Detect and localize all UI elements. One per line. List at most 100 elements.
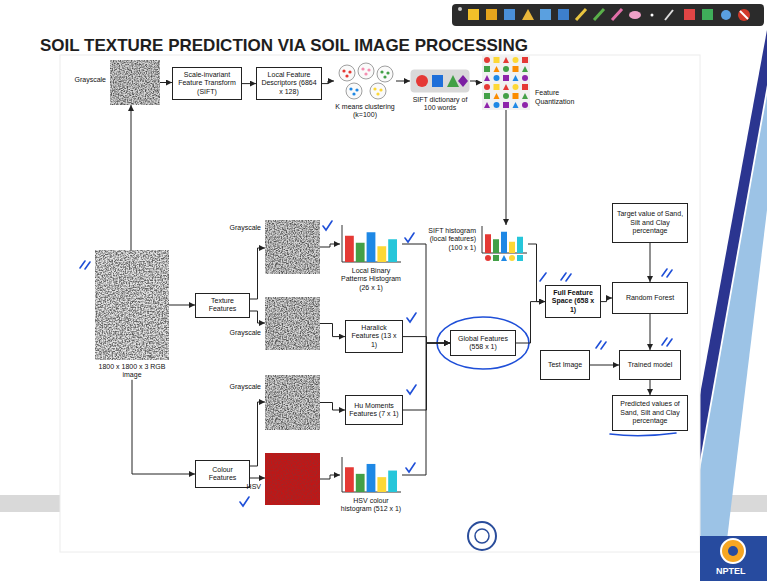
picture-holder	[334, 62, 396, 100]
chart-bar	[388, 471, 397, 492]
grid-symbol	[513, 84, 519, 90]
annotation-slash	[80, 261, 90, 269]
chart-bar	[345, 467, 354, 492]
grid-symbol	[522, 102, 528, 108]
toolbar-icon	[558, 9, 569, 20]
grid-symbol	[503, 102, 509, 108]
gray-picture	[265, 375, 320, 430]
toolbar-icon	[651, 14, 654, 17]
arrow-connector	[320, 244, 340, 247]
image-ground	[265, 220, 320, 274]
toolbar	[452, 4, 764, 26]
node-text: SIFT histogram (local features) (100 x 1…	[420, 227, 476, 252]
word-symbol	[493, 255, 499, 261]
toolbar-icon	[540, 9, 551, 20]
picture-holder	[265, 375, 320, 430]
sifthist-picture	[480, 225, 528, 263]
annotation-slash	[596, 341, 606, 349]
cluster-point	[383, 75, 386, 78]
side-stripe	[700, 95, 767, 581]
side-stripe	[700, 30, 767, 460]
arrow-connector	[403, 337, 450, 343]
arrow-connector	[132, 380, 195, 474]
node-text: Feature Quantization	[535, 89, 587, 106]
grid-symbol	[513, 75, 519, 81]
word-symbol	[517, 255, 523, 261]
chart-bar	[356, 243, 365, 262]
chart-axis	[482, 226, 483, 253]
cluster-ring	[377, 66, 393, 82]
toolbar-icon	[594, 9, 604, 20]
cluster-point	[364, 72, 367, 75]
chart-bar	[367, 232, 376, 262]
grid-symbol	[522, 84, 528, 90]
chart-bar	[493, 239, 499, 253]
grid-symbol	[513, 93, 519, 99]
word-symbol	[509, 255, 515, 261]
process-box: Predicted values of Sand, Silt and Clay …	[612, 395, 688, 431]
node-text: Scale-invariant Feature Transform (SIFT)	[176, 71, 238, 96]
cluster-ring	[358, 63, 374, 79]
hist-picture	[340, 456, 402, 494]
arrow-connector	[506, 110, 507, 225]
chart-bar	[377, 246, 386, 262]
process-box: Local Feature Descriptors (6864 x 128)	[256, 67, 322, 100]
grayscale-image: Grayscale	[265, 297, 320, 350]
chart-bar	[517, 237, 523, 253]
picture-holder	[95, 250, 169, 360]
image-texture	[265, 297, 320, 350]
node-text: Local Binary Patterns Histogram (26 x 1)	[340, 267, 402, 292]
arrow-connector	[242, 83, 256, 84]
cluster-point	[342, 69, 345, 72]
node-text: Full Feature Space (658 x 1)	[549, 289, 597, 314]
node-text: K means clustering (k=100)	[334, 103, 396, 120]
hsv-image: HSV	[265, 453, 320, 505]
picture-holder	[340, 224, 402, 264]
word-symbol	[416, 75, 428, 87]
grid-symbol	[503, 75, 509, 81]
chart-bar	[367, 464, 376, 492]
arrow-connector	[320, 324, 345, 337]
grid-symbol	[484, 93, 490, 99]
histogram-figure: SIFT histogram (local features) (100 x 1…	[480, 225, 528, 263]
cluster-point	[345, 74, 348, 77]
toolbar-icon	[721, 10, 731, 20]
grid-symbol	[484, 102, 490, 108]
chart-bar	[388, 239, 397, 262]
clusters-picture	[334, 62, 396, 100]
chart-bar	[345, 236, 354, 262]
grid-symbol	[522, 75, 528, 81]
arrow-connector	[160, 82, 172, 83]
picture-holder	[265, 453, 320, 505]
institute-emblem	[468, 522, 496, 550]
grayscale-image: Grayscale	[265, 220, 320, 274]
image-texture	[265, 453, 320, 505]
grid-symbol	[513, 66, 519, 72]
cluster-point	[349, 87, 352, 90]
grid-symbol	[484, 75, 490, 81]
grayscale-image: Grayscale	[110, 60, 160, 105]
grid-symbol	[503, 57, 509, 63]
arrow-connector	[169, 305, 195, 306]
cluster-point	[380, 70, 383, 73]
grid-symbol	[494, 93, 500, 99]
grid-symbol	[484, 57, 490, 63]
annotation-tick	[407, 313, 416, 322]
cluster-point	[386, 71, 389, 74]
image-ground	[265, 453, 320, 505]
image-ground	[95, 250, 169, 360]
grid-symbol	[503, 66, 509, 72]
cluster-point	[361, 67, 364, 70]
word-symbol	[501, 255, 507, 261]
logo-panel	[700, 536, 767, 581]
grayscale-image: Grayscale	[265, 375, 320, 430]
nptel-logo	[728, 546, 738, 556]
rgb-image: 1800 x 1800 x 3 RGB image	[95, 250, 169, 380]
image-ground	[110, 60, 160, 105]
node-text: Grayscale	[229, 329, 261, 337]
arrow-connector	[470, 81, 482, 83]
image-texture	[110, 60, 160, 105]
process-box: Hu Moments Features (7 x 1)	[345, 395, 403, 425]
word-symbol	[458, 75, 468, 87]
toolbar-icon	[684, 9, 695, 20]
